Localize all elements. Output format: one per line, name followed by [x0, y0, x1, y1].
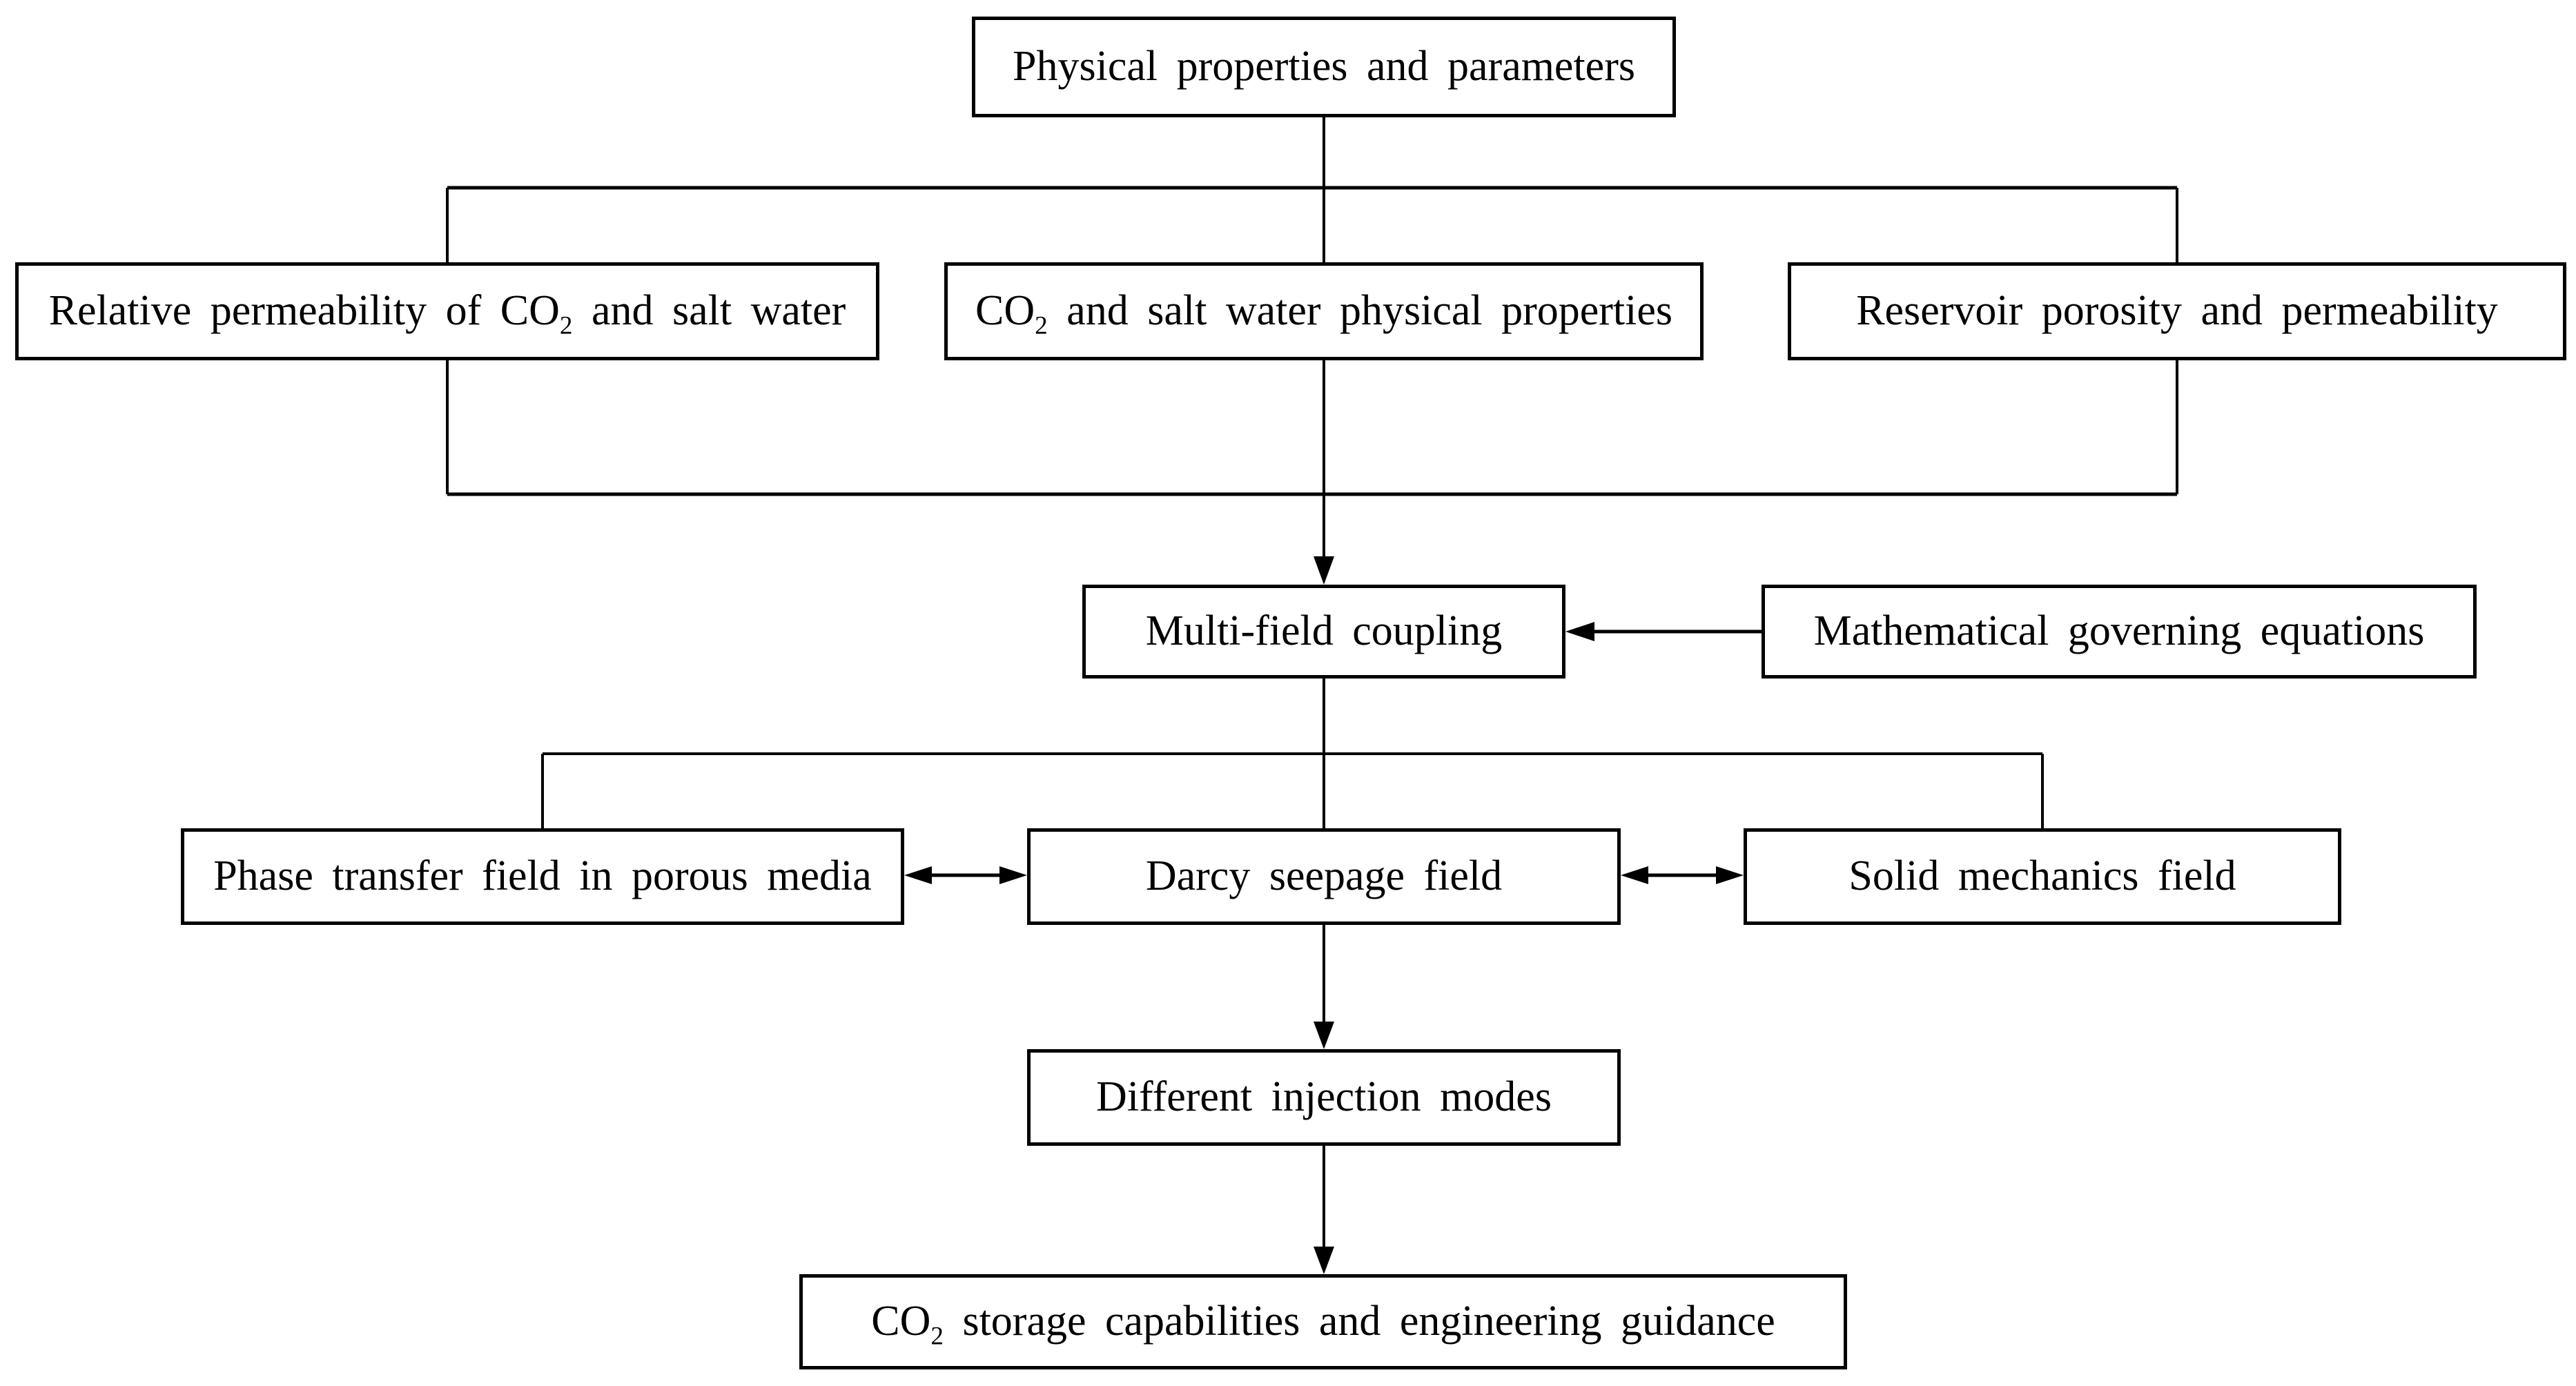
node-phase-transfer-field-label: Phase transfer field in porous media: [213, 852, 872, 900]
node-darcy-seepage-field-label: Darcy seepage field: [1145, 852, 1503, 900]
node-injection-modes: Different injection modes: [1027, 1049, 1621, 1146]
node-co2-saltwater-properties: CO2 and salt water physical properties: [944, 262, 1704, 360]
node-relative-permeability: Relative permeability of CO2 and salt wa…: [15, 262, 879, 360]
node-storage-capabilities: CO2 storage capabilities and engineering…: [799, 1274, 1847, 1369]
node-phase-transfer-field: Phase transfer field in porous media: [181, 828, 904, 925]
arrowhead-into-darcy-left: [999, 866, 1027, 884]
node-darcy-seepage-field: Darcy seepage field: [1027, 828, 1621, 925]
arrowhead-into-coupling: [1314, 556, 1334, 585]
arrowhead-into-darcy-right: [1621, 866, 1648, 884]
arrowhead-into-solid-field: [1716, 866, 1744, 884]
node-storage-capabilities-label: CO2 storage capabilities and engineering…: [871, 1298, 1775, 1351]
node-multi-field-coupling: Multi-field coupling: [1082, 585, 1565, 679]
node-governing-equations: Mathematical governing equations: [1762, 585, 2477, 679]
node-physical-properties-label: Physical properties and parameters: [1013, 43, 1635, 90]
node-reservoir-porosity: Reservoir porosity and permeability: [1788, 262, 2566, 360]
arrowhead-into-storage: [1314, 1247, 1334, 1274]
node-physical-properties: Physical properties and parameters: [972, 17, 1676, 117]
arrowhead-into-injection: [1314, 1022, 1334, 1049]
node-co2-saltwater-properties-label: CO2 and salt water physical properties: [975, 287, 1673, 340]
node-solid-mechanics-field: Solid mechanics field: [1744, 828, 2341, 925]
node-multi-field-coupling-label: Multi-field coupling: [1145, 607, 1503, 655]
arrowhead-into-phase-field: [904, 866, 932, 884]
node-reservoir-porosity-label: Reservoir porosity and permeability: [1856, 287, 2498, 335]
node-injection-modes-label: Different injection modes: [1096, 1073, 1552, 1121]
arrowhead-equations-to-coupling: [1565, 622, 1594, 641]
node-solid-mechanics-field-label: Solid mechanics field: [1848, 852, 2236, 900]
node-governing-equations-label: Mathematical governing equations: [1813, 607, 2425, 655]
node-relative-permeability-label: Relative permeability of CO2 and salt wa…: [48, 287, 846, 340]
